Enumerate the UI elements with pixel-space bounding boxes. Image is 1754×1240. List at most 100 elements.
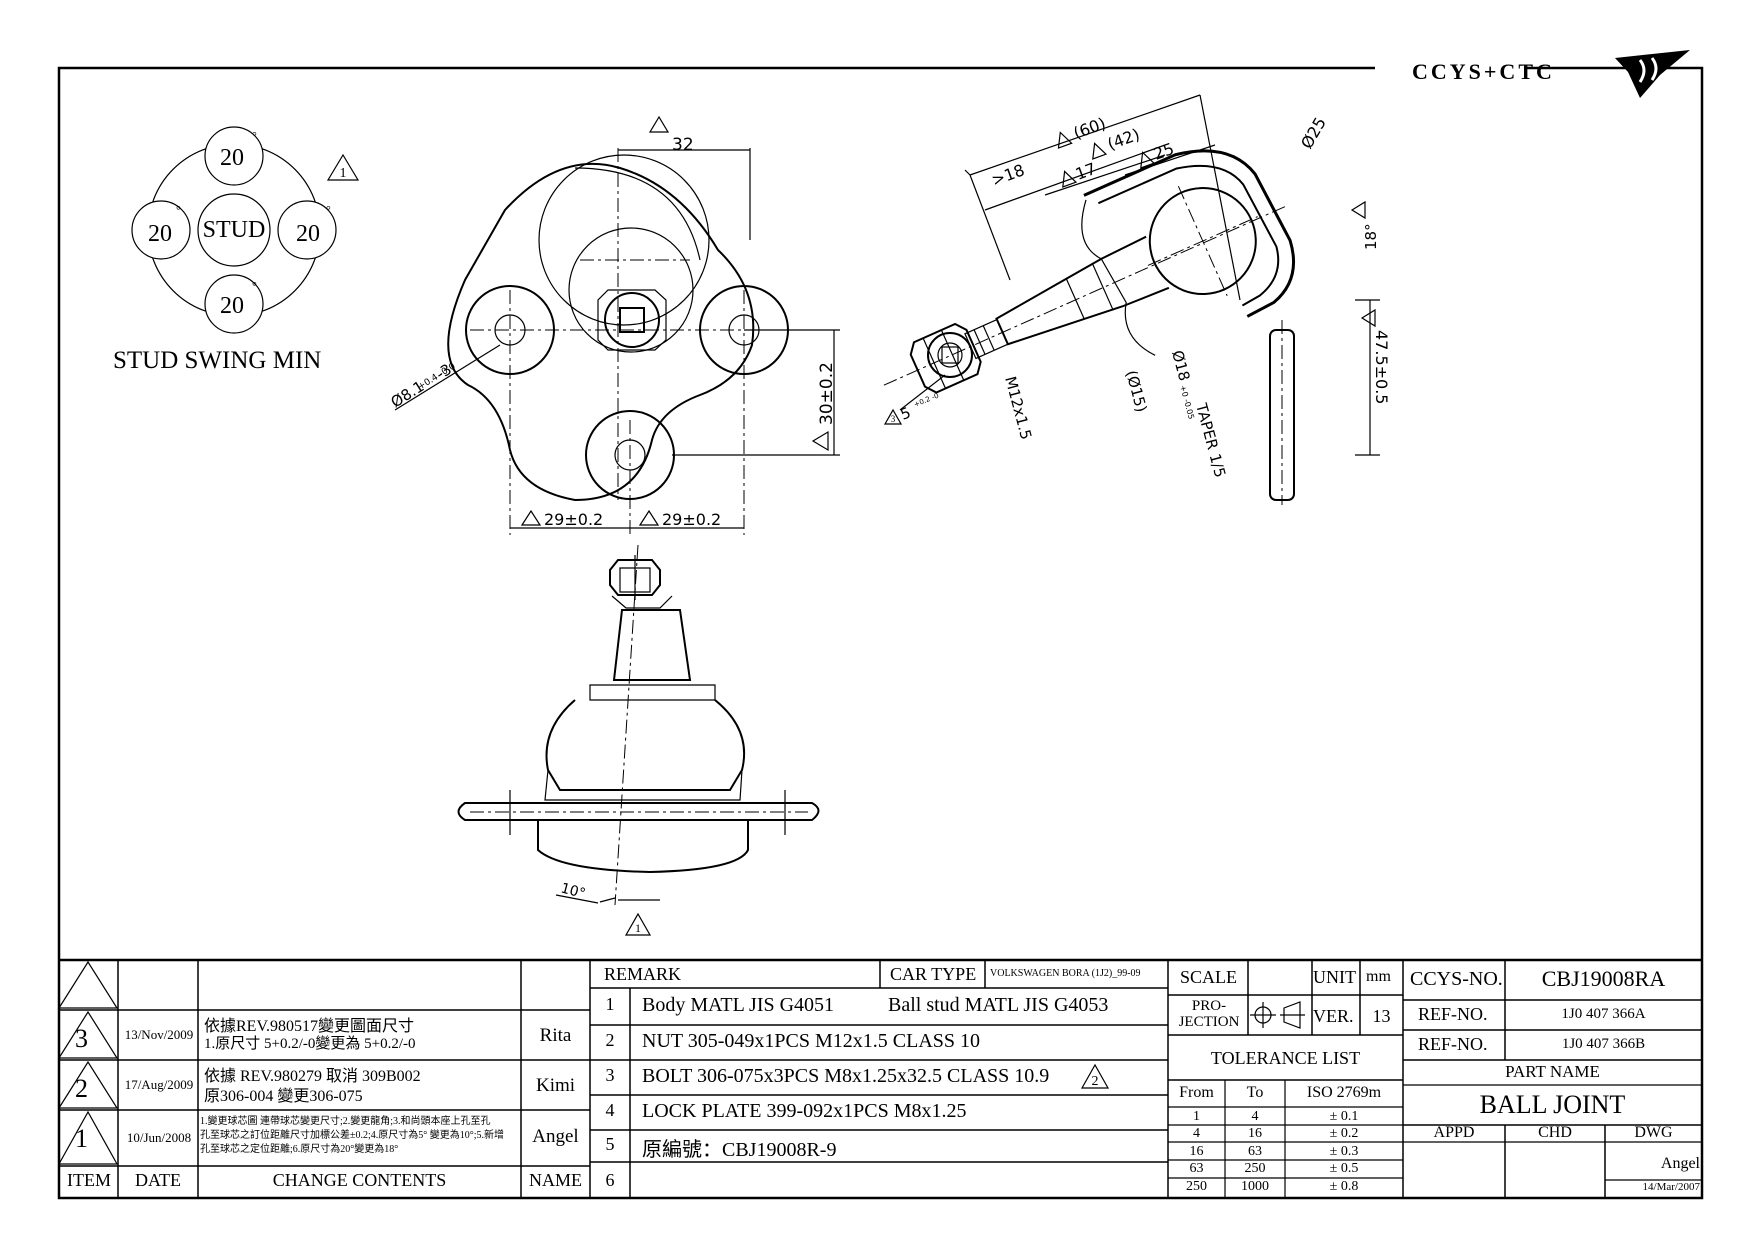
ccys-label: CCYS-NO. <box>1410 968 1503 990</box>
projection-symbol-icon <box>1250 1001 1305 1029</box>
dim-span-right: 29±0.2 <box>662 510 721 529</box>
scale-label: SCALE <box>1180 967 1238 987</box>
rev-date: 13/Nov/2009 <box>124 1027 194 1042</box>
ref-number: 1J0 407 366A <box>1561 1006 1646 1022</box>
remark-text: LOCK PLATE 399-092x1PCS M8x1.25 <box>642 1100 967 1122</box>
remark-text: NUT 305-049x1PCS M12x1.5 CLASS 10 <box>642 1030 981 1052</box>
header-contents: CHANGE CONTENTS <box>272 1170 447 1190</box>
remark-no: 4 <box>605 1100 615 1120</box>
logo-gap <box>1375 60 1525 76</box>
tolerance-title: TOLERANCE LIST <box>1210 1048 1361 1068</box>
tolerance-cell: 63 <box>1248 1144 1262 1159</box>
stud-swing-left: 20 <box>148 221 172 247</box>
brand-logo: CCYS+CTC <box>1412 50 1690 98</box>
tolerance-cell: 250 <box>1244 1161 1266 1176</box>
rev-content: 孔至球芯之定位距離;6.原尺寸為20°變更為18° <box>200 1144 399 1155</box>
appd-label: APPD <box>1433 1124 1475 1141</box>
remark-no: 3 <box>605 1065 615 1085</box>
svg-text:1: 1 <box>635 921 641 935</box>
front-view: 10° 1 <box>457 544 820 936</box>
brand-logo-text: CCYS+CTC <box>1412 59 1555 84</box>
revision-triangle-icon: 1 <box>624 912 652 936</box>
dim-angle: 18° <box>1362 223 1380 250</box>
tolerance-header: To <box>1246 1084 1264 1101</box>
tolerance-cell: 4 <box>1251 1109 1259 1124</box>
tolerance-cell: 250 <box>1186 1179 1207 1194</box>
rev-content: 依據 REV.980279 取消 309B002 <box>204 1068 421 1085</box>
rev-date: 10/Jun/2008 <box>126 1130 192 1145</box>
chd-label: CHD <box>1538 1124 1572 1141</box>
rev-name: Angel <box>532 1126 579 1147</box>
rev-content: 1.變更球芯圖 連帶球芯變更尺寸;2.變更龍角;3.和尚頭本座上孔至孔 <box>200 1116 491 1127</box>
part-name-label: PART NAME <box>1505 1062 1600 1081</box>
remark-text: Body MATL JIS G4051 <box>642 994 835 1016</box>
tolerance-cell: 1 <box>1193 1109 1200 1124</box>
tolerance-cell: 16 <box>1189 1144 1204 1159</box>
tolerance-cell: ± 0.2 <box>1329 1126 1359 1141</box>
stud-swing-top: 20 <box>220 145 244 171</box>
degree-mark: ° <box>176 203 181 217</box>
drawing-date: 14/Mar/2007 <box>1642 1181 1700 1193</box>
revision-triangle-icon: 1 <box>326 153 360 181</box>
rev-mark: 1 <box>75 1124 88 1153</box>
remark-label: REMARK <box>604 964 682 984</box>
tolerance-cell: 16 <box>1248 1126 1262 1141</box>
tolerance-cell: 63 <box>1189 1161 1204 1176</box>
header-date: DATE <box>135 1170 181 1190</box>
tolerance-cell: ± 0.1 <box>1329 1109 1359 1124</box>
tolerance-cell: ± 0.5 <box>1329 1161 1359 1176</box>
unit-value: mm <box>1366 968 1391 985</box>
dim-height-side: 47.5±0.5 <box>1372 330 1391 404</box>
unit-label: UNIT <box>1313 967 1356 987</box>
dwg-label: DWG <box>1634 1124 1673 1141</box>
ref-label: REF-NO. <box>1418 1034 1488 1054</box>
stud-swing-diagram: STUD 20 20 20 20 ° ° ° ° STUD SWING MIN … <box>113 126 360 374</box>
svg-text:3: 3 <box>891 414 896 424</box>
rev-content: 1.原尺寸 5+0.2/-0變更為 5+0.2/-0 <box>204 1036 416 1052</box>
remark-text-2: Ball stud MATL JIS G4053 <box>888 994 1109 1016</box>
stud-swing-bottom: 20 <box>220 293 244 319</box>
header-item: ITEM <box>67 1170 111 1190</box>
svg-text:1: 1 <box>340 166 347 181</box>
rev-date: 17/Aug/2009 <box>124 1077 194 1092</box>
dim-span-left: 29±0.2 <box>544 510 603 529</box>
revision-triangle-icon: 2 <box>1080 1062 1110 1090</box>
projection-label: PRO-JECTION <box>1178 998 1240 1030</box>
tolerance-cell: ± 0.3 <box>1329 1144 1359 1159</box>
tolerance-cell: 1000 <box>1241 1179 1269 1194</box>
rev-content: 依據REV.980517變更圖面尺寸 <box>204 1018 414 1035</box>
rev-mark: 3 <box>75 1024 88 1053</box>
car-type-label: CAR TYPE <box>890 964 977 984</box>
header-name: NAME <box>529 1170 582 1190</box>
tolerance-cell: ± 0.8 <box>1329 1179 1359 1194</box>
ccys-number: CBJ19008RA <box>1541 966 1666 991</box>
ver-value: 13 <box>1372 1006 1391 1026</box>
degree-mark: ° <box>252 279 257 293</box>
dim-height: 30±0.2 <box>817 362 837 425</box>
degree-mark: ° <box>326 203 331 217</box>
rev-content: 孔至球芯之訂位距離尺寸加標公差±0.2;4.原尺寸為5° 變更為10°;5.新增 <box>200 1130 505 1141</box>
remark-no: 2 <box>605 1030 615 1050</box>
revision-triangle-icon: 3 <box>883 408 903 425</box>
stud-swing-caption: STUD SWING MIN <box>113 347 321 374</box>
tolerance-cell: 4 <box>1193 1126 1200 1141</box>
stud-swing-right: 20 <box>296 221 320 247</box>
remark-no: 1 <box>605 994 615 1014</box>
remark-text: BOLT 306-075x3PCS M8x1.25x32.5 CLASS 10.… <box>642 1065 1050 1087</box>
rev-mark: 2 <box>75 1074 88 1103</box>
remark-no: 5 <box>605 1134 615 1154</box>
drawer-name: Angel <box>1660 1155 1700 1172</box>
title-block <box>57 958 1702 1198</box>
tolerance-header: ISO 2769m <box>1306 1084 1382 1101</box>
degree-mark: ° <box>252 129 257 143</box>
rev-name: Kimi <box>535 1075 576 1096</box>
tolerance-header: From <box>1179 1084 1214 1101</box>
dim-top-width: 32 <box>672 135 694 155</box>
part-name: BALL JOINT <box>1479 1090 1626 1119</box>
rev-content: 原306-004 變更306-075 <box>204 1088 363 1105</box>
rev-name: Rita <box>539 1025 572 1046</box>
svg-text:2: 2 <box>1092 1074 1099 1089</box>
ref-label: REF-NO. <box>1418 1004 1488 1024</box>
